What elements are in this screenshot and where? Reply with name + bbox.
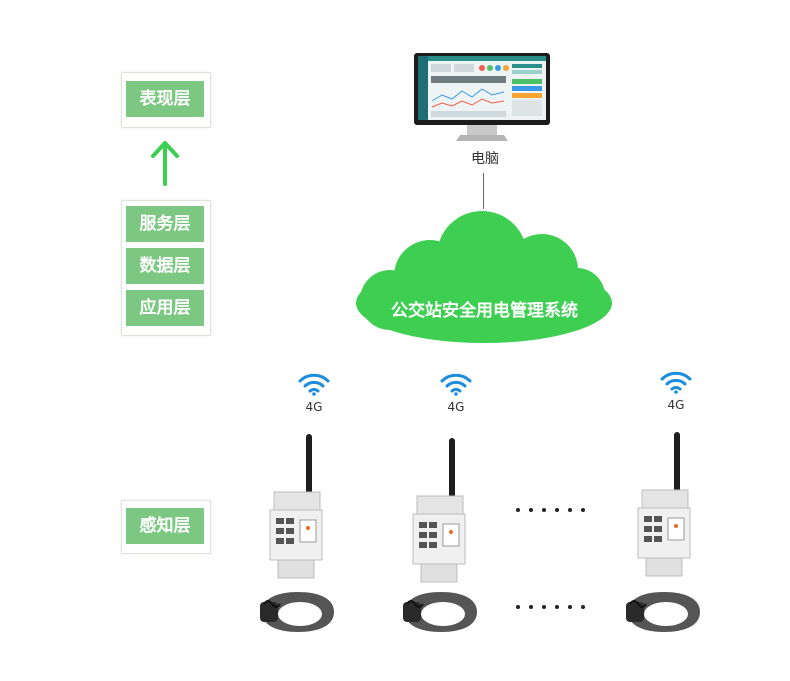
computer-label: 电脑 [471,151,499,167]
middle-layers-box: 服务层 数据层 应用层 [121,200,211,336]
application-layer-label: 应用层 [126,290,204,326]
ellipsis-dots [516,605,585,609]
current-sensor-icon [260,592,334,632]
service-layer-label: 服务层 [126,206,204,242]
presentation-layer-label: 表现层 [126,81,204,117]
ellipsis-dots [516,508,585,512]
cloud-shape [356,211,612,343]
up-arrow-icon [151,141,179,186]
current-sensor-icon [403,592,477,632]
iot-device-icon [412,438,466,583]
wifi-icon [298,373,330,396]
presentation-layer-box: 表现层 [121,72,211,128]
current-sensor-icon [626,592,700,632]
signal-label: 4G [447,400,465,414]
iot-device-icon [637,432,691,577]
signal-label: 4G [305,400,323,414]
wifi-icon [660,371,692,394]
data-layer-label: 数据层 [126,248,204,284]
system-name: 公交站安全用电管理系统 [391,301,578,321]
computer-monitor-icon [414,53,550,141]
signal-label: 4G [667,398,685,412]
perception-layer-label: 感知层 [126,508,204,544]
connector-line [483,173,484,209]
iot-device-icon [269,434,323,579]
wifi-icon [440,373,472,396]
perception-layer-box: 感知层 [121,500,211,554]
